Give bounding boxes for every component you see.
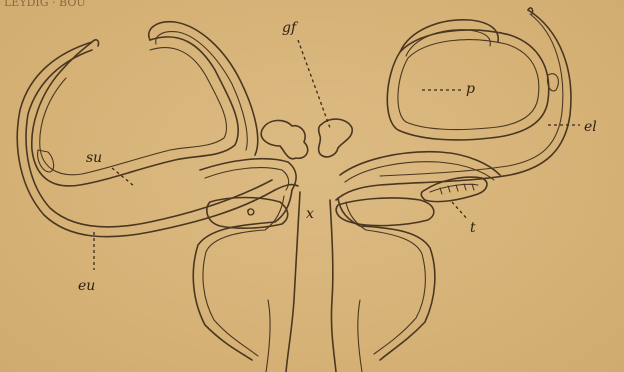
label-el: el: [584, 119, 597, 135]
left-inner-chamber: [32, 37, 238, 186]
right-lower-pouch: [336, 198, 434, 226]
top-edge-text: LEYDIG · BOU: [4, 0, 86, 9]
right-outer-wall: [336, 8, 571, 200]
left-mid-channel: [200, 159, 296, 190]
right-top-loop: [400, 20, 498, 56]
left-top-loop: [149, 22, 258, 155]
central-stalk: [193, 190, 435, 372]
label-t: t: [470, 220, 476, 236]
leader-t: [452, 202, 468, 220]
label-gf: gf: [282, 20, 299, 36]
left-lower-pouch: [207, 198, 288, 229]
label-su: su: [86, 150, 102, 166]
left-outer-wall: [17, 42, 298, 237]
ganglion-right: [319, 119, 353, 157]
leader-gf: [298, 40, 330, 128]
label-eu: eu: [78, 278, 95, 294]
label-p: p: [466, 81, 475, 97]
ganglion-left: [261, 120, 307, 158]
label-x: x: [306, 206, 314, 222]
